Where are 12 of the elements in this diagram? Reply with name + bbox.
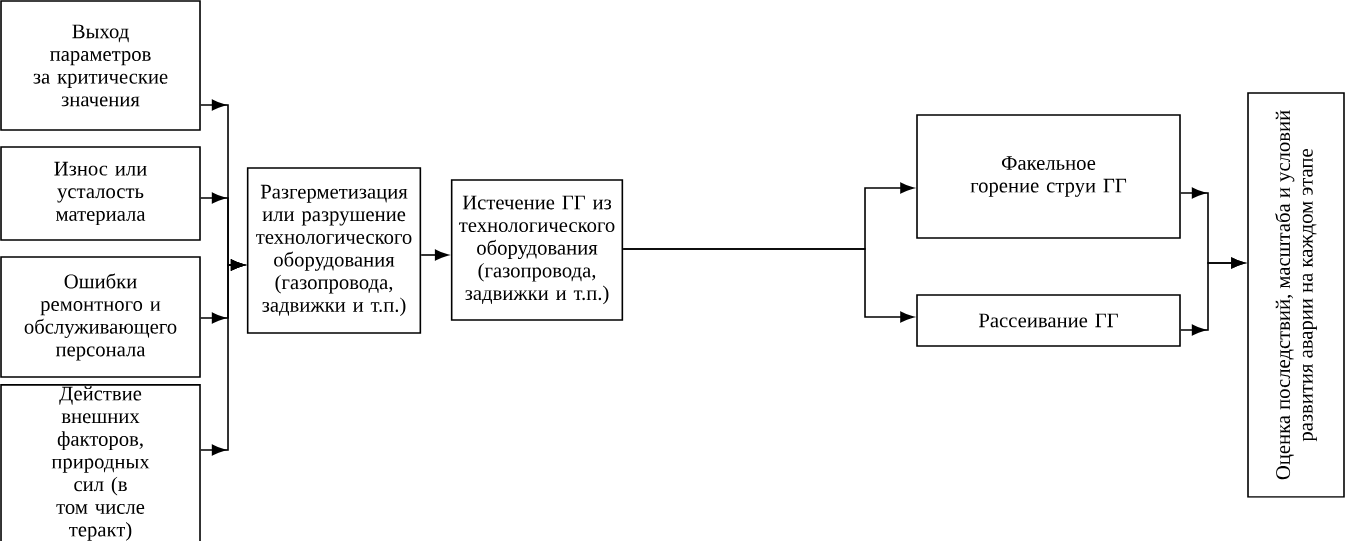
process-box: Выход параметров за критические значения <box>0 0 201 131</box>
process-box: Ошибки ремонтного и обслуживающего персонала <box>0 256 201 378</box>
process-box: Износ или усталость материала <box>0 146 201 241</box>
arrow <box>420 249 449 261</box>
process-box: Факельное горение струи ГГ <box>916 114 1181 239</box>
arrow <box>1180 257 1245 336</box>
process-box: Рассеивание ГГ <box>916 294 1181 347</box>
process-box: Разгерметизация или разрушение технологического оборудования (газопровода, задвижки и т.п.) <box>246 167 422 334</box>
arrow <box>200 259 245 456</box>
process-box: Действие внешних факторов, природных сил (в том числе теракт) <box>0 384 201 541</box>
process-box: Истечение ГГ из технологического оборудования (газопровода, задвижки и т.п.) <box>450 179 624 321</box>
arrow <box>622 248 914 323</box>
